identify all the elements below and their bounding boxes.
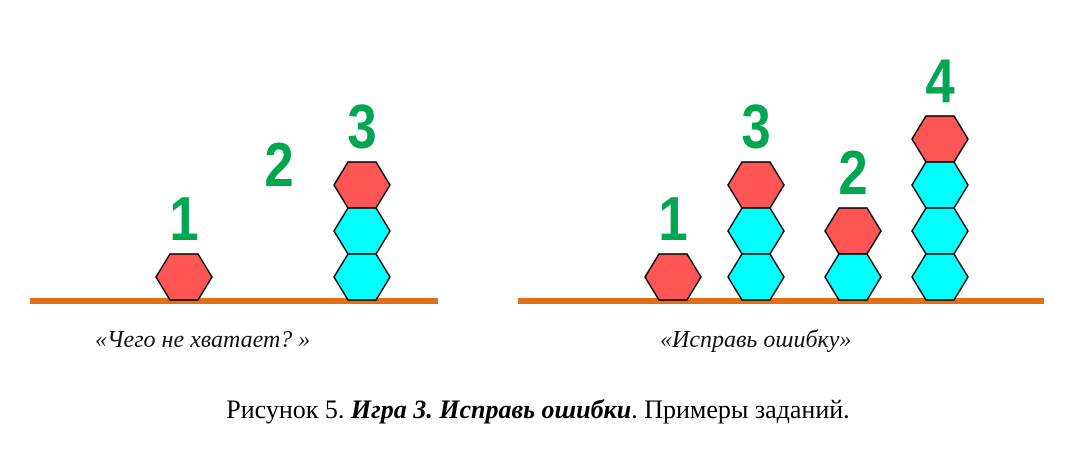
figure-caption-title: Игра 3. Исправь ошибки — [350, 395, 632, 424]
red-hexagon — [727, 161, 785, 209]
right-baseline — [518, 298, 1044, 304]
cyan-hexagon — [333, 207, 391, 255]
red-hexagon — [644, 253, 702, 301]
right-panel-caption: «Исправь ошибку» — [660, 327, 852, 353]
red-hexagon — [824, 207, 882, 255]
column-number-label: 1 — [658, 185, 687, 254]
cyan-hexagon — [727, 207, 785, 255]
cyan-hexagon — [824, 253, 882, 301]
column-number-label: 2 — [838, 139, 867, 208]
figure-caption-prefix: Рисунок 5. — [226, 395, 351, 424]
red-hexagon — [911, 115, 969, 163]
column-number-label: 1 — [169, 185, 198, 254]
figure-caption: Рисунок 5. Игра 3. Исправь ошибки. Приме… — [0, 395, 1076, 425]
red-hexagon — [333, 161, 391, 209]
column-number-label: 3 — [347, 93, 376, 162]
red-hexagon — [155, 253, 213, 301]
cyan-hexagon — [911, 161, 969, 209]
column-number-label: 2 — [264, 131, 293, 200]
figure-caption-suffix: . Примеры заданий. — [631, 395, 850, 424]
column-number-label: 3 — [741, 93, 770, 162]
cyan-hexagon — [727, 253, 785, 301]
left-baseline — [30, 298, 438, 304]
cyan-hexagon — [911, 253, 969, 301]
left-panel-caption: «Чего не хватает? » — [95, 327, 311, 353]
cyan-hexagon — [333, 253, 391, 301]
cyan-hexagon — [911, 207, 969, 255]
column-number-label: 4 — [925, 47, 954, 116]
